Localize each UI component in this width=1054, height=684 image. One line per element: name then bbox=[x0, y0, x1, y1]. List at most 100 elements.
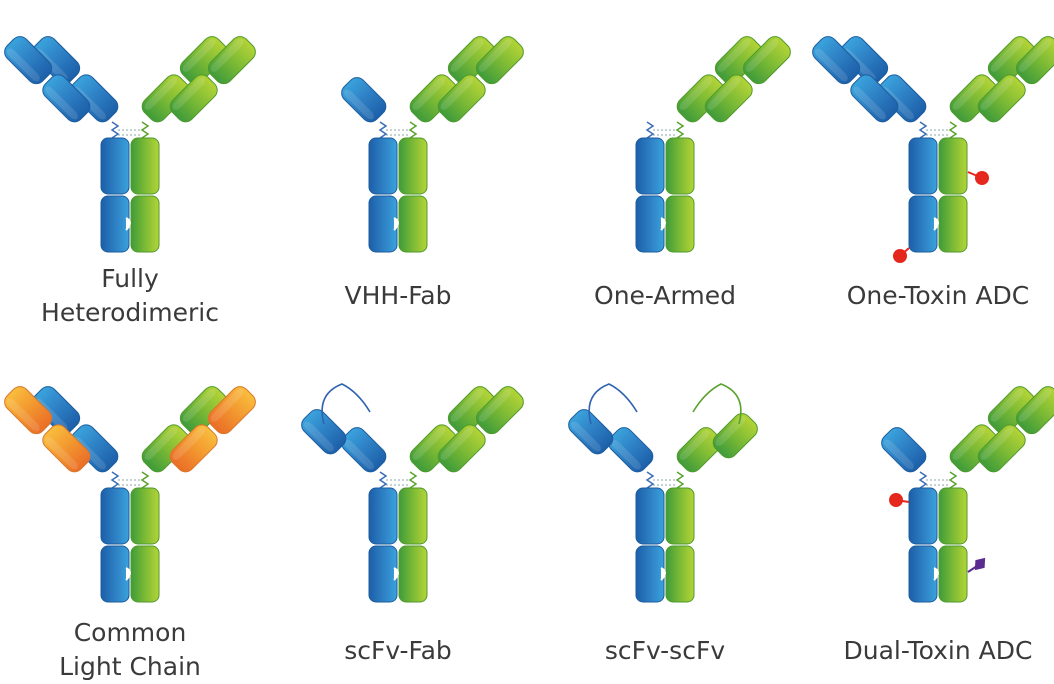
knob-into-hole bbox=[660, 567, 666, 581]
label-common-light-chain: Common Light Chain bbox=[59, 618, 201, 681]
right-light-chain-1 bbox=[704, 74, 753, 123]
fc-ch3-left bbox=[368, 545, 398, 603]
fc-ch2-left bbox=[368, 487, 398, 545]
right-light-chain-2 bbox=[1015, 386, 1054, 435]
scfv-vh-1 bbox=[608, 427, 654, 473]
scfv-vl-1 bbox=[301, 409, 347, 455]
fc-ch3-left bbox=[100, 545, 130, 603]
antibody-dual-toxin-adc bbox=[881, 386, 1054, 603]
fc-ch2-right bbox=[665, 487, 695, 545]
scfv-linker bbox=[321, 383, 371, 425]
right-light-chain-2 bbox=[207, 36, 256, 85]
scfv-vl-right-1 bbox=[712, 413, 758, 459]
fc-ch2-right bbox=[938, 137, 968, 195]
knob-into-hole bbox=[933, 217, 939, 231]
hinge-left bbox=[645, 121, 655, 139]
hinge-right bbox=[140, 471, 150, 489]
antibody-one-toxin-adc bbox=[812, 36, 1054, 263]
fc-ch3-right bbox=[938, 545, 968, 603]
fc-ch3-left bbox=[635, 195, 665, 253]
hinge-right bbox=[948, 471, 958, 489]
right-light-chain-2 bbox=[1015, 36, 1054, 85]
fc-ch2-left bbox=[908, 137, 938, 195]
left-light-chain-1 bbox=[42, 424, 91, 473]
fc-ch3-left bbox=[908, 545, 938, 603]
fc-ch3-right bbox=[130, 545, 160, 603]
fc-ch2-left bbox=[100, 137, 130, 195]
fc-ch3-right bbox=[665, 195, 695, 253]
fc-ch2-right bbox=[398, 137, 428, 195]
fc-ch3-left bbox=[100, 195, 130, 253]
hinge-right bbox=[948, 121, 958, 139]
fc-ch3-right bbox=[938, 195, 968, 253]
left-light-chain-2 bbox=[812, 36, 861, 85]
knob-into-hole bbox=[933, 567, 939, 581]
fc-ch2-left bbox=[100, 487, 130, 545]
left-light-chain-2 bbox=[4, 36, 53, 85]
scfv-vl-1 bbox=[568, 409, 614, 455]
label-fully-heterodimeric: Fully Heterodimeric bbox=[41, 264, 219, 327]
toxin-payload-diamond bbox=[974, 557, 986, 571]
right-light-chain-2 bbox=[742, 36, 791, 85]
fc-ch3-left bbox=[368, 195, 398, 253]
scfv-linker bbox=[588, 383, 638, 425]
hinge-right bbox=[675, 471, 685, 489]
label-one-armed: One-Armed bbox=[594, 281, 736, 310]
right-light-chain-2 bbox=[475, 36, 524, 85]
hinge-right bbox=[675, 121, 685, 139]
fc-ch2-left bbox=[635, 137, 665, 195]
right-light-chain-1 bbox=[437, 74, 486, 123]
right-light-chain-1 bbox=[977, 74, 1026, 123]
fc-ch3-right bbox=[398, 195, 428, 253]
fc-ch2-right bbox=[938, 487, 968, 545]
right-light-chain-1 bbox=[437, 424, 486, 473]
fc-ch2-left bbox=[635, 487, 665, 545]
right-heavy-chain-1 bbox=[949, 424, 998, 473]
toxin-payload-circle bbox=[975, 171, 989, 185]
scfv-vh-1 bbox=[341, 427, 387, 473]
toxin-payload-circle bbox=[893, 249, 907, 263]
right-light-chain-2 bbox=[207, 386, 256, 435]
fc-ch2-right bbox=[130, 137, 160, 195]
label-scfv-scfv: scFv-scFv bbox=[604, 636, 726, 665]
right-heavy-chain-1 bbox=[141, 424, 190, 473]
hinge-left bbox=[110, 121, 120, 139]
antibody-scfv-fab bbox=[301, 383, 524, 603]
hinge-right bbox=[140, 121, 150, 139]
right-light-chain-1 bbox=[169, 74, 218, 123]
antibody-vhh-fab bbox=[341, 36, 524, 253]
scfv-vh-right-1 bbox=[676, 427, 722, 473]
scfv-linker bbox=[692, 383, 742, 425]
fc-ch3-right bbox=[130, 195, 160, 253]
knob-into-hole bbox=[660, 217, 666, 231]
knob-into-hole bbox=[393, 567, 399, 581]
toxin-payload-circle bbox=[889, 493, 903, 507]
hinge-left bbox=[110, 471, 120, 489]
left-light-chain-1 bbox=[42, 74, 91, 123]
left-light-chain-2 bbox=[4, 386, 53, 435]
fc-ch3-right bbox=[665, 545, 695, 603]
antibody-fully-heterodimeric bbox=[4, 36, 256, 253]
fc-ch3-left bbox=[635, 545, 665, 603]
vhh-domain-1 bbox=[341, 77, 387, 123]
hinge-right bbox=[408, 121, 418, 139]
vhh-domain-1 bbox=[881, 427, 927, 473]
hinge-left bbox=[645, 471, 655, 489]
right-light-chain-1 bbox=[169, 424, 218, 473]
label-dual-toxin-adc: Dual-Toxin ADC bbox=[843, 636, 1033, 665]
hinge-left bbox=[378, 121, 388, 139]
fc-ch2-right bbox=[398, 487, 428, 545]
hinge-left bbox=[378, 471, 388, 489]
antibody-common-light-chain bbox=[4, 386, 256, 603]
label-vhh-fab: VHH-Fab bbox=[344, 281, 452, 310]
knob-into-hole bbox=[125, 217, 131, 231]
knob-into-hole bbox=[393, 217, 399, 231]
fc-ch3-right bbox=[398, 545, 428, 603]
right-light-chain-1 bbox=[977, 424, 1026, 473]
hinge-left bbox=[918, 471, 928, 489]
fc-ch2-left bbox=[908, 487, 938, 545]
hinge-right bbox=[408, 471, 418, 489]
fc-ch2-right bbox=[665, 137, 695, 195]
right-heavy-chain-2 bbox=[714, 36, 763, 85]
